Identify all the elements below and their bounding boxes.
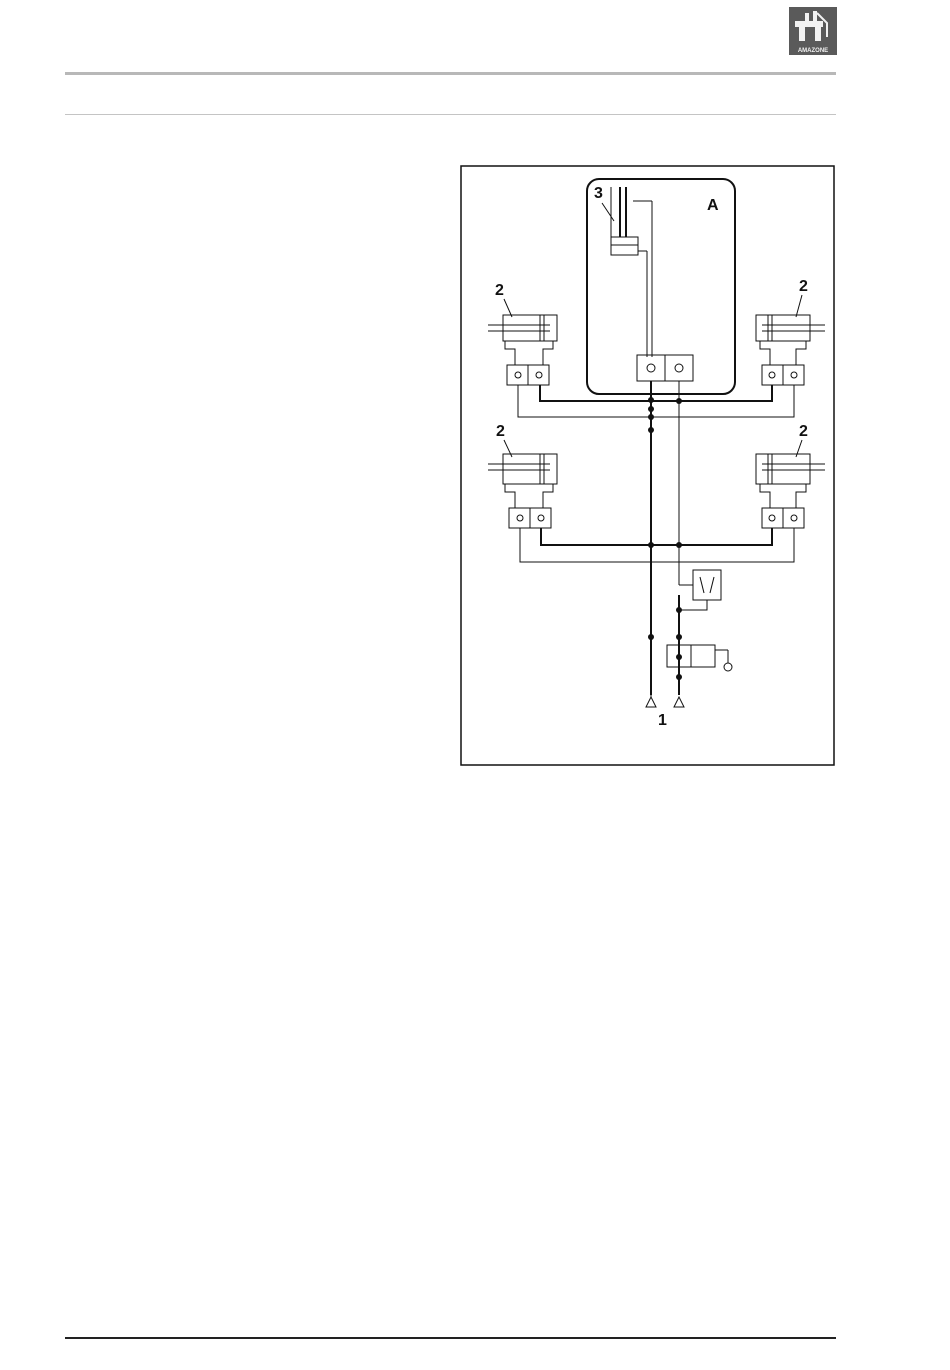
coupling-top-right <box>762 365 804 385</box>
header-rule <box>65 72 836 75</box>
flow-valve <box>679 570 721 610</box>
label-cylinder-3: 3 <box>594 185 603 202</box>
cylinder-2-bottom-right <box>756 454 825 508</box>
footer-rule <box>65 1337 836 1339</box>
label-cylinder-2-bottom-left: 2 <box>496 423 505 440</box>
coupling-bottom-right <box>762 508 804 528</box>
label-connections-1: 1 <box>658 712 667 729</box>
lower-distribution <box>520 528 794 562</box>
cylinder-2-top-right <box>756 315 825 365</box>
svg-text:AMAZONE: AMAZONE <box>798 48 828 54</box>
cylinder-2-bottom-left <box>488 454 557 508</box>
amazone-logo-icon: AMAZONE <box>789 7 837 55</box>
upper-distribution <box>518 385 794 417</box>
label-cylinder-2-bottom-right: 2 <box>799 423 808 440</box>
label-cylinder-2-top-left: 2 <box>495 282 504 299</box>
amazone-logo: AMAZONE <box>789 7 837 55</box>
header-subrule <box>65 114 836 115</box>
hydraulic-circuit-diagram: A 3 2 2 2 2 1 <box>460 165 835 766</box>
cylinder-3 <box>611 187 652 357</box>
cylinder-2-top-left <box>488 315 557 365</box>
main-lines <box>651 381 679 695</box>
coupling-center <box>637 355 693 381</box>
junction-dots <box>648 397 682 680</box>
label-circuit-a: A <box>707 197 719 214</box>
label-cylinder-2-top-right: 2 <box>799 278 808 295</box>
coupling-bottom-left <box>509 508 551 528</box>
coupling-top-left <box>507 365 549 385</box>
